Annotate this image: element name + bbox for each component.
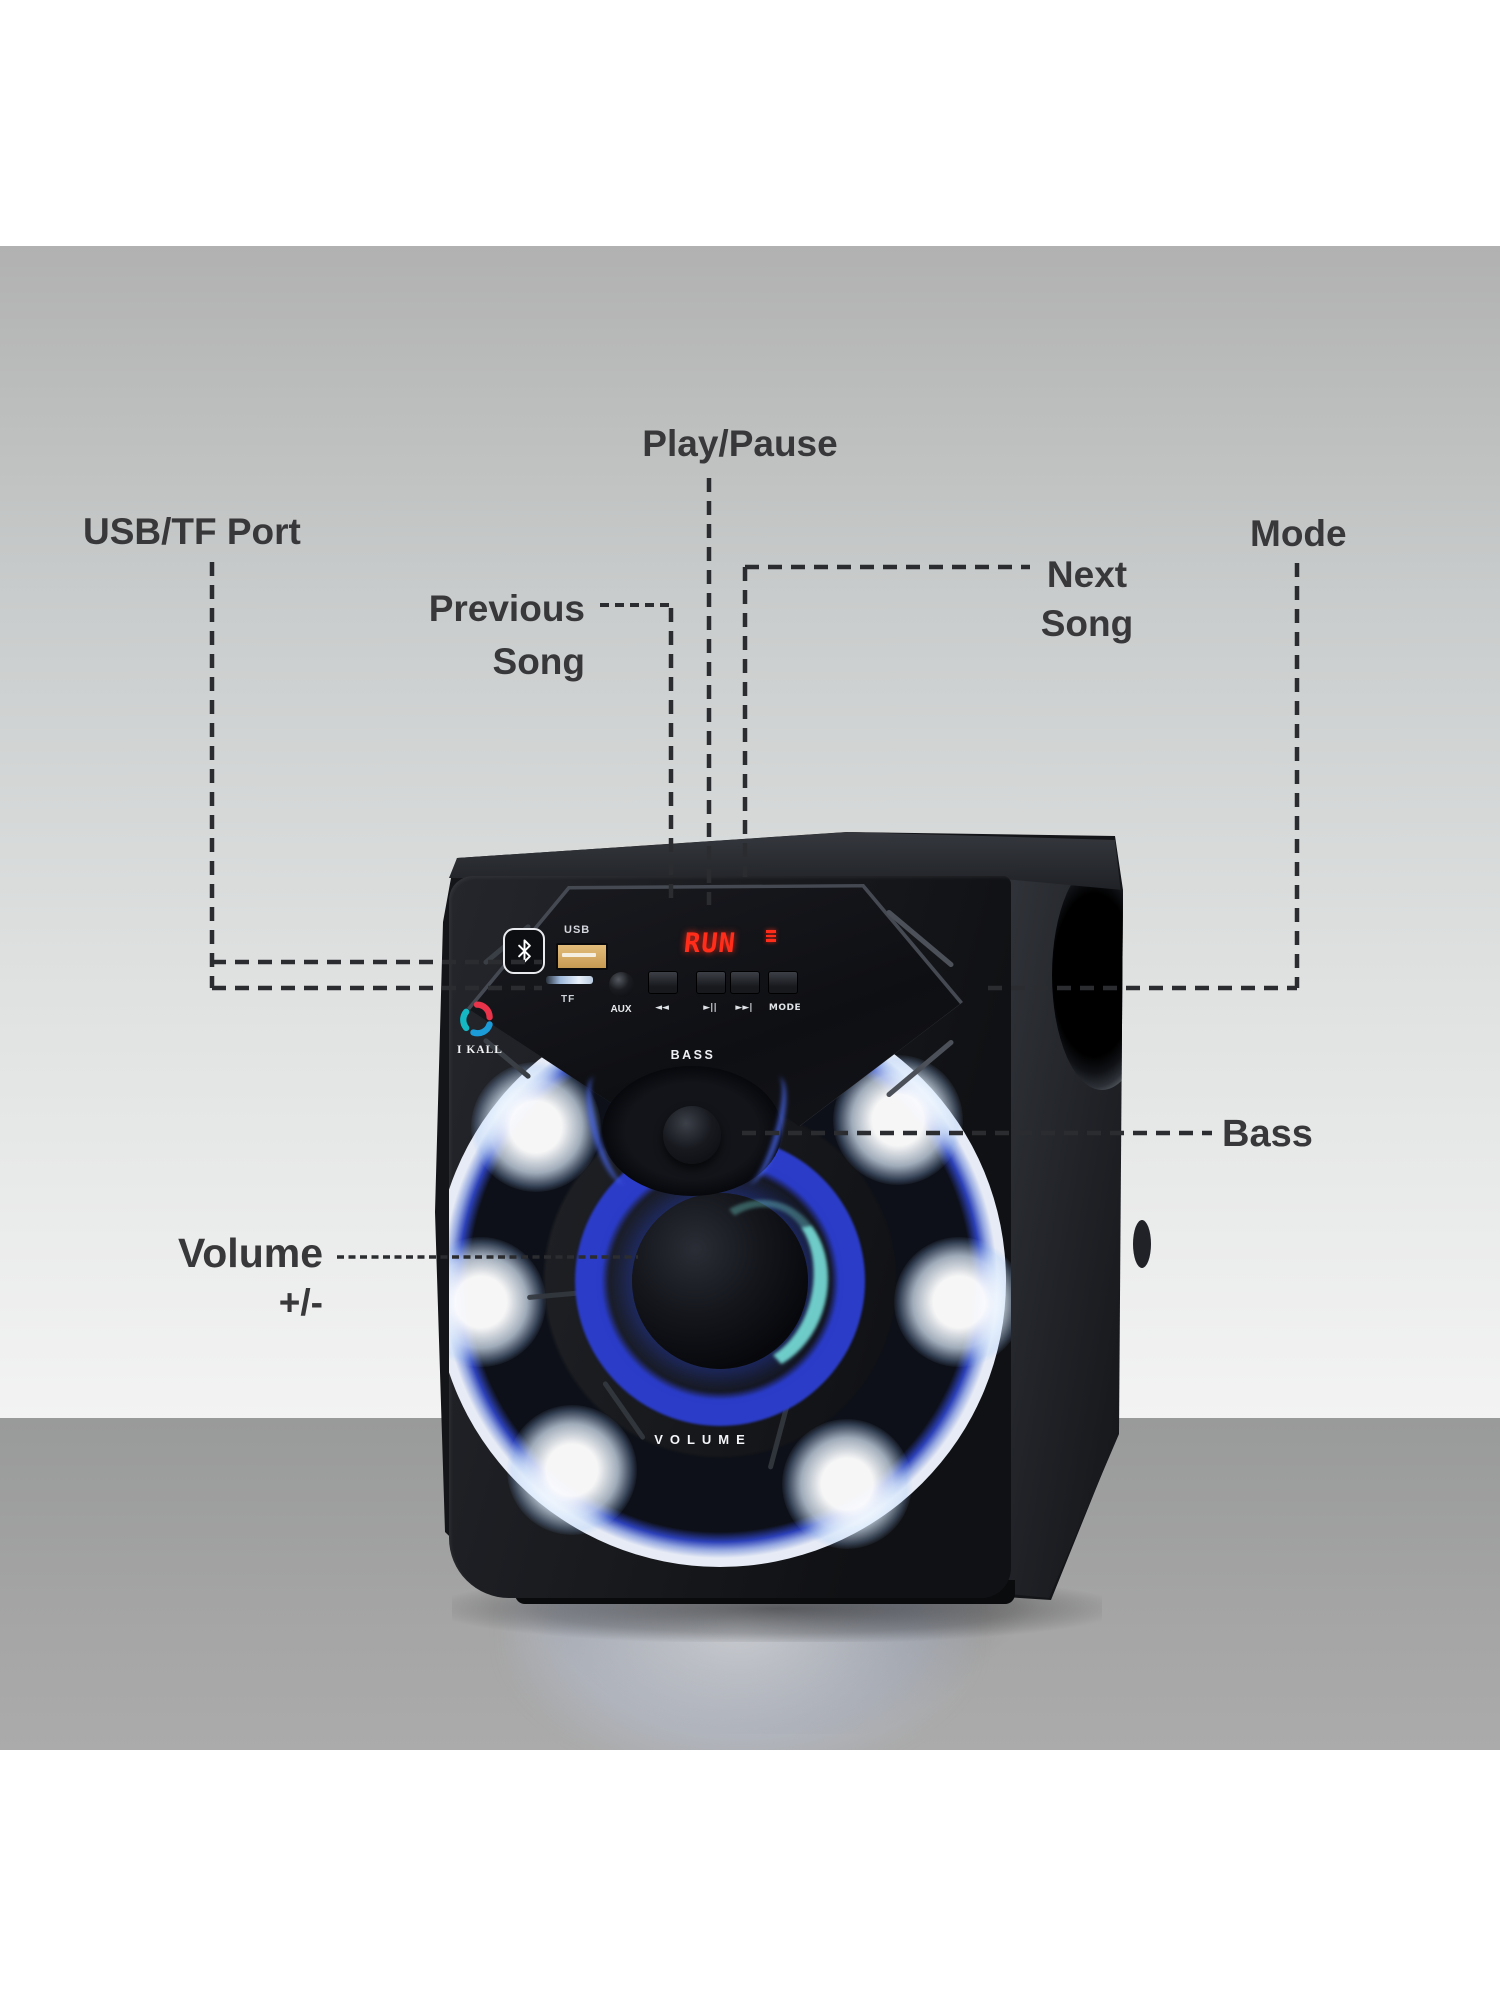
next-track-button xyxy=(730,971,760,994)
volume-engraving: VOLUME xyxy=(654,1432,752,1447)
play-pause-button xyxy=(696,971,726,994)
aux-label: AUX xyxy=(610,1004,632,1015)
display-text: RUN xyxy=(682,928,738,959)
previous-song-label: Previous Song xyxy=(428,588,585,682)
usb-tf-port-label: USB/TF Port xyxy=(83,511,301,552)
usb-port xyxy=(556,943,608,970)
play-pause-icon: ►|| xyxy=(703,1003,717,1013)
bass-engraving: BASS xyxy=(670,1048,716,1062)
side-edge-detail xyxy=(1133,1220,1151,1268)
cabinet-front-face: VOLUME USB TF AUX RUN xyxy=(449,876,1011,1598)
usb-label: USB xyxy=(564,924,591,936)
mode-label: Mode xyxy=(1250,513,1347,554)
next-song-label: Next Song xyxy=(1040,554,1134,644)
usb-pin xyxy=(562,953,596,957)
bass-reflex-port xyxy=(1052,878,1123,1090)
display-ticks xyxy=(766,930,776,944)
bass-knob xyxy=(663,1106,721,1164)
tf-label: TF xyxy=(561,994,576,1005)
bluetooth-icon xyxy=(503,928,545,974)
led-display: RUN xyxy=(682,928,776,966)
next-track-icon: ►►| xyxy=(735,1003,753,1013)
led-blob xyxy=(782,1419,912,1549)
volume-knob xyxy=(632,1184,847,1389)
led-blob xyxy=(471,1062,601,1192)
bluetooth-speaker: VOLUME USB TF AUX RUN xyxy=(435,832,1151,1632)
bass-label: Bass xyxy=(1222,1113,1313,1155)
volume-label: Volume +/- xyxy=(177,1230,323,1323)
brand-name: I KALL xyxy=(457,1044,503,1056)
mode-button-label: MODE xyxy=(768,1003,802,1013)
tf-card-slot xyxy=(546,976,593,984)
led-blob xyxy=(894,1237,1011,1367)
previous-track-button xyxy=(648,971,678,994)
aux-jack xyxy=(609,972,634,997)
previous-track-icon: ◄◄ xyxy=(655,1003,669,1013)
mode-button xyxy=(768,971,798,994)
brand-block: I KALL xyxy=(449,1000,511,1056)
led-blob xyxy=(507,1405,637,1535)
play-pause-label: Play/Pause xyxy=(642,423,838,464)
brand-logo-icon xyxy=(460,1001,493,1037)
